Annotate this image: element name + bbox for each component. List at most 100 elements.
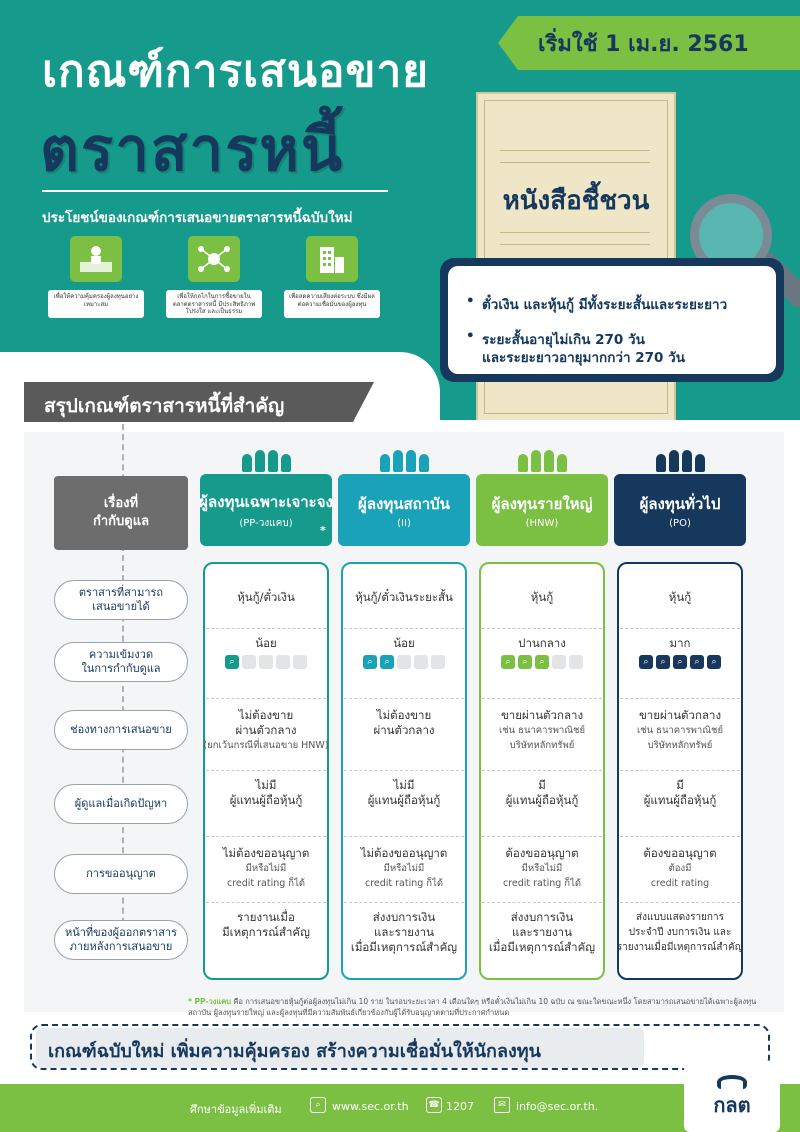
column-asterisk: * (320, 524, 326, 537)
duty-line: เมื่อมีเหตุการณ์สำคัญ (488, 940, 596, 954)
cell-caretaker: มี ผู้แทนผู้ถือหุ้นกู้ (477, 778, 607, 808)
permit-line: มีหรือไม่มี (521, 863, 563, 874)
magnifier-icon: ⌕ (690, 655, 704, 669)
magnifier-icon (431, 655, 445, 669)
start-date-tag (498, 16, 800, 70)
summary-title: สรุปเกณฑ์ตราสารหนี้ที่สำคัญ (44, 395, 285, 417)
row-label-line: หน้าที่ของผู้ออกตราสาร (64, 926, 178, 939)
building-icon (306, 236, 358, 282)
banner-box (36, 1028, 644, 1068)
cell-permit: ต้องขออนุญาต มีหรือไม่มี credit rating ก… (477, 846, 607, 891)
duty-line: และรายงาน (512, 925, 572, 939)
row-separator (620, 628, 740, 629)
cell-instrument: หุ้นกู้ (530, 590, 554, 604)
channel-note: บริษัทหลักทรัพย์ (647, 740, 713, 751)
banner-dashed-border (30, 1024, 770, 1070)
row-label-line: ภายหลังการเสนอขาย (69, 940, 173, 953)
people-icon (338, 446, 470, 472)
timeline-dashed-line (122, 424, 124, 944)
row-separator (482, 698, 602, 699)
email-icon: ✉ (494, 1097, 510, 1113)
permit-line: credit rating ก็ได้ (226, 878, 306, 889)
row-label-channel: ช่องทางการเสนอขาย (54, 710, 188, 750)
caretaker-line: ไม่มี (255, 778, 277, 792)
cell-duty: รายงานเมื่อ มีเหตุการณ์สำคัญ (201, 910, 331, 940)
people-icon (476, 446, 608, 472)
doc-line (500, 162, 650, 163)
title-divider (42, 190, 388, 192)
footer-phone[interactable]: 1207 (446, 1100, 474, 1113)
row-separator (344, 770, 464, 771)
row-separator (482, 628, 602, 629)
caretaker-line: ผู้แทนผู้ถือหุ้นกู้ (643, 793, 717, 807)
row-label-caretaker: ผู้ดูแลเมื่อเกิดปัญหา (54, 784, 188, 824)
footnote: * PP-วงแคบ คือ การเสนอขายหุ้นกู้ต่อผู้ลง… (188, 996, 778, 1018)
column-frame (341, 562, 467, 980)
row-label-line: ตราสารที่สามารถ (78, 586, 164, 599)
magnifier-icon: ⌕ (363, 655, 377, 669)
channel-line: ขายผ่านตัวกลาง (500, 708, 584, 722)
channel-line: ผ่านตัวกลาง (373, 723, 435, 737)
caretaker-line: ผู้แทนผู้ถือหุ้นกู้ (229, 793, 303, 807)
strictness-label: น้อย (393, 636, 415, 650)
magnifier-icon: ⌕ (535, 655, 549, 669)
row-separator (620, 836, 740, 837)
channel-note: บริษัทหลักทรัพย์ (509, 740, 575, 751)
row-separator (344, 836, 464, 837)
cell-caretaker: มี ผู้แทนผู้ถือหุ้นกู้ (615, 778, 745, 808)
row-label-instrument: ตราสารที่สามารถเสนอขายได้ (54, 580, 188, 620)
prospectus-document-border (484, 100, 668, 414)
column-frame (479, 562, 605, 980)
cell-strictness: น้อย ⌕⌕ (339, 636, 469, 669)
row-separator (620, 698, 740, 699)
cell-duty: ส่งงบการเงิน และรายงาน เมื่อมีเหตุการณ์ส… (339, 910, 469, 955)
row-separator (206, 698, 326, 699)
cell-strictness: ปานกลาง ⌕⌕⌕ (477, 636, 607, 669)
cell-caretaker: ไม่มี ผู้แทนผู้ถือหุ้นกู้ (339, 778, 469, 808)
column-frame (617, 562, 743, 980)
column-name: ผู้ลงทุนสถาบัน (358, 494, 450, 513)
magnifier-icon (293, 655, 307, 669)
caretaker-line: ผู้แทนผู้ถือหุ้นกู้ (367, 793, 441, 807)
duty-line: มีเหตุการณ์สำคัญ (222, 925, 310, 939)
channel-line: ขายผ่านตัวกลาง (638, 708, 722, 722)
row-separator (206, 770, 326, 771)
row-separator (620, 770, 740, 771)
benefits-subtitle: ประโยชน์ของเกณฑ์การเสนอขายตราสารหนี้ฉบับ… (42, 210, 353, 226)
callout-bullet-1: ตั๋วเงิน และหุ้นกู้ มีทั้งระยะสั้นและระย… (482, 297, 728, 313)
info-callout-inner (448, 266, 776, 374)
column-header: ผู้ลงทุนรายใหญ่ (HNW) (476, 474, 608, 546)
strictness-meter: ⌕ (201, 655, 331, 669)
column-header: ผู้ลงทุนเฉพาะเจาะจง (PP-วงแคบ) (199, 474, 333, 546)
strictness-label: มาก (669, 636, 691, 650)
magnifier-icon: ⌕ (673, 655, 687, 669)
strictness-meter: ⌕⌕⌕ (477, 655, 607, 669)
magnifier-icon: ⌕ (639, 655, 653, 669)
caretaker-line: มี (538, 778, 546, 792)
footer-email[interactable]: info@sec.or.th. (516, 1100, 599, 1113)
permit-line: ต้องขออนุญาต (643, 846, 717, 860)
web-icon: ⌕ (310, 1097, 326, 1113)
footer-website[interactable]: www.sec.or.th (332, 1100, 409, 1113)
duty-line: รายงานเมื่อมีเหตุการณ์สำคัญ (616, 942, 744, 953)
channel-line: ไม่ต้องขาย (376, 708, 432, 722)
cell-channel: ไม่ต้องขาย ผ่านตัวกลาง (339, 708, 469, 738)
row-label-line: ความเข้มงวด (88, 648, 154, 661)
row-separator (482, 836, 602, 837)
cell-caretaker: ไม่มี ผู้แทนผู้ถือหุ้นกู้ (201, 778, 331, 808)
magnifier-icon: ⌕ (225, 655, 239, 669)
magnifier-icon (397, 655, 411, 669)
column-code: (HNW) (525, 517, 559, 529)
cell-permit: ไม่ต้องขออนุญาต มีหรือไม่มี credit ratin… (201, 846, 331, 891)
permit-line: มีหรือไม่มี (245, 863, 287, 874)
magnifier-icon (276, 655, 290, 669)
row-label-permit: การขออนุญาต (54, 854, 188, 894)
channel-line: ผ่านตัวกลาง (235, 723, 297, 737)
permit-line: ต้องมี (668, 863, 692, 874)
column-header: ผู้ลงทุนสถาบัน (II) (338, 474, 470, 546)
row-separator (206, 836, 326, 837)
channel-note: (ยกเว้นกรณีที่เสนอขาย HNW) (203, 740, 329, 751)
strictness-label: น้อย (255, 636, 277, 650)
permit-line: credit rating ก็ได้ (364, 878, 444, 889)
benefit-caption-1: เพื่อให้ความคุ้มครองผู้ลงทุนอย่างเหมาะสม (48, 290, 144, 318)
